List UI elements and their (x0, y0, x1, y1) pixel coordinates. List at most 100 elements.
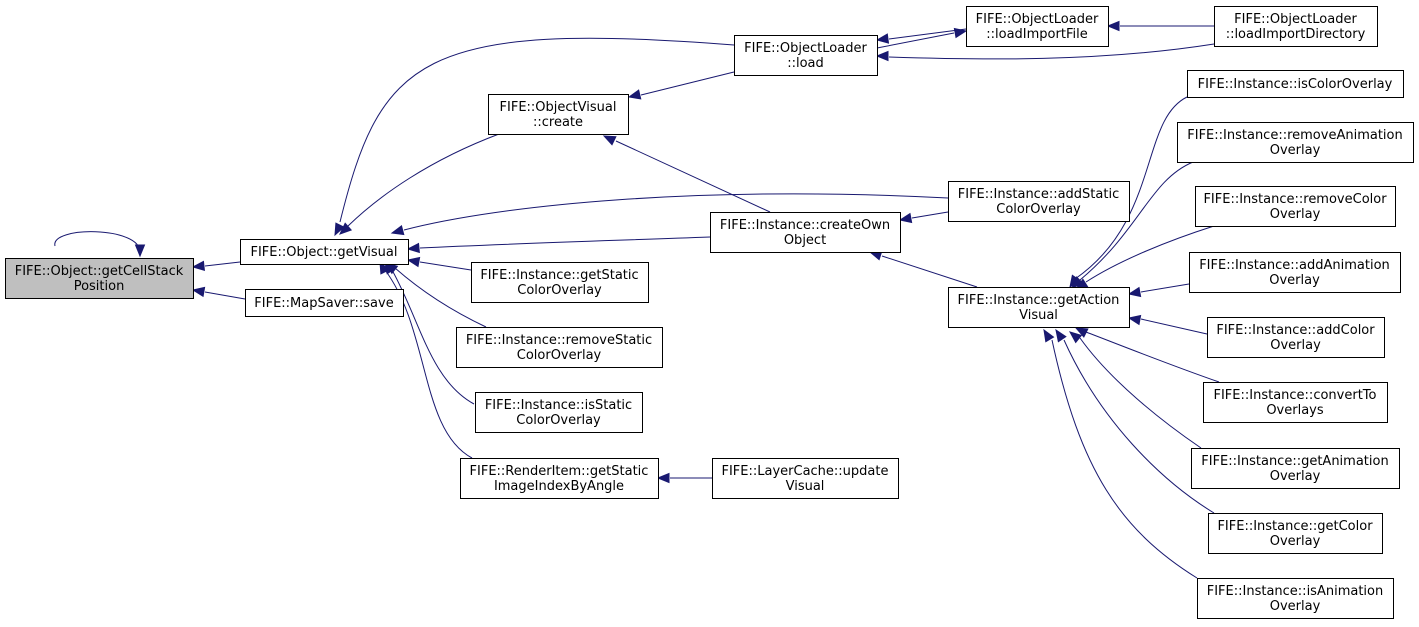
node-label: Visual (1019, 308, 1058, 323)
node-box[interactable] (948, 181, 1130, 222)
node-label: FIFE::Instance::createOwn (720, 218, 890, 233)
arrowhead (406, 256, 421, 268)
node-label: Overlays (1266, 403, 1324, 418)
node-label: Visual (786, 479, 825, 494)
node-box[interactable] (1189, 252, 1401, 293)
node-label: Overlay (1270, 534, 1321, 549)
call-edge (204, 291, 246, 300)
arrowhead (339, 222, 353, 235)
arrowhead (602, 135, 617, 146)
node-box[interactable] (245, 289, 404, 317)
node-load-import-directory[interactable]: FIFE::ObjectLoader::loadImportDirectory (1214, 6, 1378, 47)
node-label: FIFE::MapSaver::save (254, 296, 393, 311)
arrowhead (1043, 328, 1055, 343)
node-label: FIFE::Instance::isStatic (485, 398, 632, 413)
call-edge (419, 261, 472, 271)
node-map-saver-save[interactable]: FIFE::MapSaver::save (245, 289, 404, 317)
node-label: FIFE::Instance::getStatic (480, 268, 638, 283)
call-edge (888, 28, 967, 40)
node-is-color-overlay[interactable]: FIFE::Instance::isColorOverlay (1187, 70, 1404, 98)
node-box[interactable] (712, 458, 899, 499)
arrowhead (390, 225, 405, 236)
node-box[interactable] (471, 262, 649, 303)
node-label: FIFE::ObjectLoader (1234, 12, 1357, 27)
call-edge (876, 32, 955, 49)
node-box[interactable] (240, 239, 409, 265)
node-box[interactable] (1207, 317, 1385, 358)
arrowhead (1071, 276, 1084, 289)
call-edge (347, 133, 500, 227)
node-label: ColorOverlay (517, 283, 602, 298)
node-label: ColorOverlay (996, 202, 1081, 217)
node-label: FIFE::Instance::addStatic (958, 187, 1119, 202)
node-label: FIFE::LayerCache::update (721, 464, 888, 479)
node-label: ColorOverlay (516, 413, 601, 428)
node-box[interactable] (1197, 578, 1394, 619)
node-box[interactable] (1195, 186, 1396, 227)
arrowhead (406, 242, 420, 254)
node-label: FIFE::Object::getVisual (250, 245, 397, 260)
arrowhead (875, 50, 889, 62)
node-box[interactable] (1177, 122, 1414, 163)
arrowhead (898, 212, 913, 224)
call-edge (391, 269, 475, 405)
arrowhead (191, 260, 205, 271)
node-get-static-image-index-by-angle[interactable]: FIFE::RenderItem::getStaticImageIndexByA… (460, 458, 659, 499)
arrowhead (1106, 20, 1120, 32)
node-label: FIFE::Instance::getColor (1217, 519, 1373, 534)
call-edge (1085, 225, 1215, 283)
node-box[interactable] (460, 458, 659, 499)
node-object-loader-load[interactable]: FIFE::ObjectLoader::load (734, 35, 878, 76)
node-box[interactable] (1208, 513, 1383, 554)
node-label: Overlay (1270, 599, 1321, 614)
node-label: Overlay (1270, 338, 1321, 353)
node-box[interactable] (1191, 448, 1400, 489)
node-box[interactable] (5, 258, 194, 299)
node-label: FIFE::ObjectLoader (744, 41, 867, 56)
node-box[interactable] (948, 287, 1130, 328)
node-box[interactable] (456, 327, 663, 368)
node-label: Overlay (1270, 469, 1321, 484)
arrowhead (1074, 327, 1089, 338)
node-box[interactable] (1203, 382, 1388, 423)
node-box[interactable] (488, 94, 629, 135)
node-label: Overlay (1270, 207, 1321, 222)
node-label: FIFE::Instance::removeAnimation (1187, 128, 1402, 143)
arrowhead (875, 33, 890, 44)
call-edge (1063, 339, 1215, 514)
node-box[interactable] (1214, 6, 1378, 47)
node-load-import-file[interactable]: FIFE::ObjectLoader::loadImportFile (966, 6, 1109, 47)
node-object-visual-create[interactable]: FIFE::ObjectVisual::create (488, 94, 629, 135)
call-edge (394, 267, 487, 328)
node-box[interactable] (710, 212, 901, 253)
node-box[interactable] (966, 6, 1109, 47)
node-box[interactable] (1187, 70, 1404, 98)
edges-layer (54, 25, 1220, 579)
node-label: Overlay (1269, 273, 1320, 288)
node-label: FIFE::ObjectVisual (500, 100, 617, 115)
node-box[interactable] (475, 392, 643, 433)
node-get-visual[interactable]: FIFE::Object::getVisual (240, 239, 409, 265)
arrowhead (1127, 286, 1142, 298)
arrowhead (953, 27, 968, 39)
arrowhead (1055, 328, 1067, 343)
call-edge (1085, 331, 1220, 383)
node-box[interactable] (734, 35, 878, 76)
